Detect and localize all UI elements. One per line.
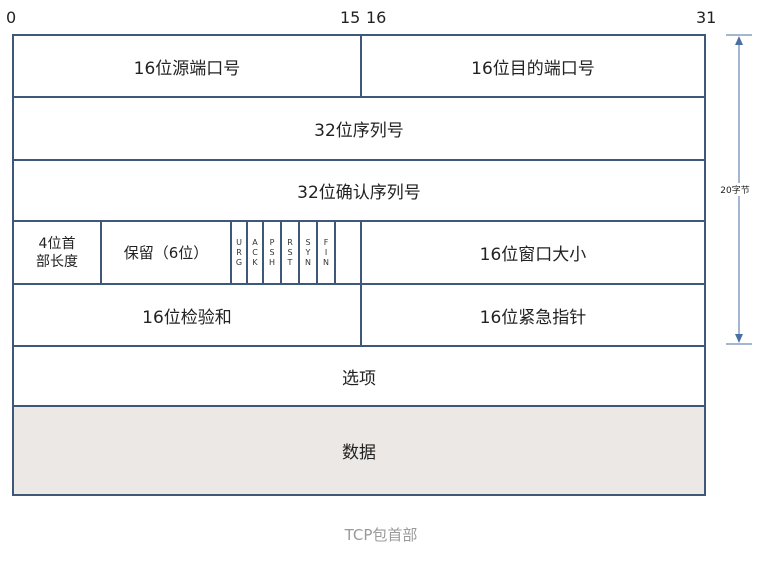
bit-tick-31: 31 [696,8,717,27]
header-length-line-1: 4位首 [38,235,76,252]
bit-tick-15: 15 [340,8,361,27]
options-row: 选项 [14,345,704,405]
destination-port-field: 16位目的端口号 [360,36,704,96]
ack-number-field: 32位确认序列号 [297,183,421,203]
diagram-caption: TCP包首部 [344,526,418,544]
ack-row: 32位确认序列号 [14,159,704,220]
sequence-row: 32位序列号 [14,96,704,159]
bit-tick-0: 0 [6,8,17,27]
header-length-line-2: 部长度 [36,253,78,270]
tcp-header-table: 16位源端口号 16位目的端口号 32位序列号 32位确认序列号 4位首 部长度… [12,34,706,496]
urgent-pointer-field: 16位紧急指针 [360,285,704,345]
window-size-field: 16位窗口大小 [360,222,704,283]
options-field: 选项 [342,368,376,389]
data-row: 数据 [14,405,704,494]
dimension-label: 20字节 [712,183,758,196]
checksum-row: 16位检验和 16位紧急指针 [14,283,704,345]
checksum-field: 16位检验和 [142,307,232,328]
dimension-arrowhead-top [735,36,743,45]
data-field: 数据 [342,443,376,463]
flag-spacer [334,222,360,283]
header-length-field: 4位首 部长度 [14,222,100,283]
source-port-field: 16位源端口号 [133,58,241,79]
reserved-field: 保留（6位） [100,222,230,283]
dimension-arrowhead-bottom [735,334,743,343]
ports-row: 16位源端口号 16位目的端口号 [14,36,704,96]
sequence-number-field: 32位序列号 [314,121,404,141]
bit-tick-16: 16 [366,8,387,27]
